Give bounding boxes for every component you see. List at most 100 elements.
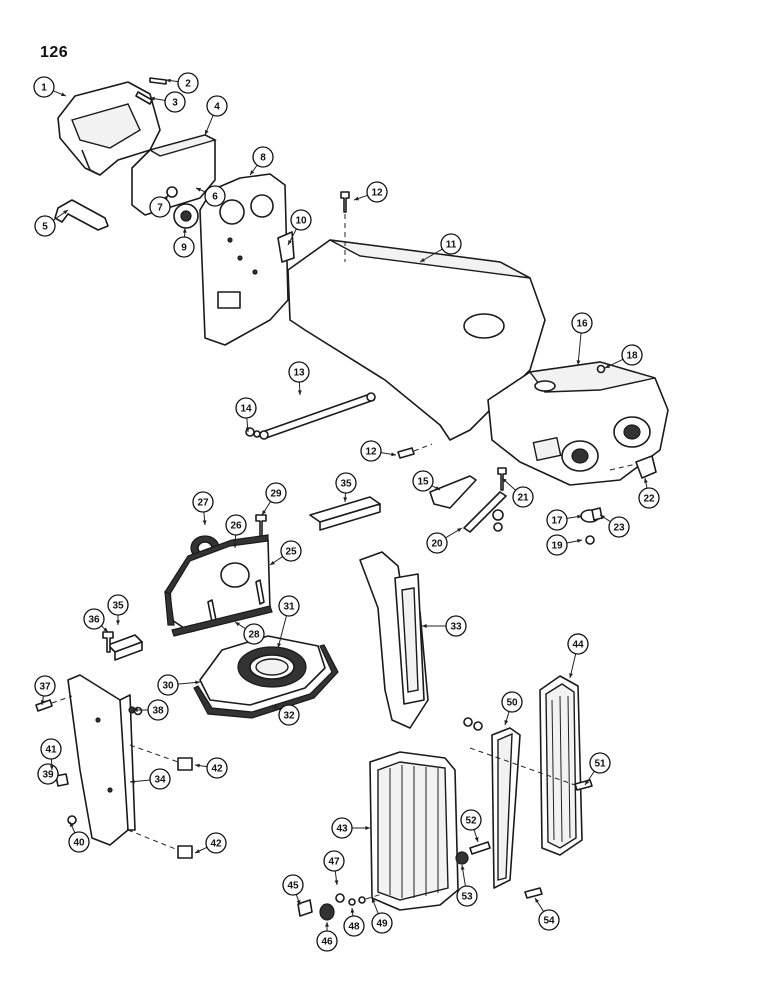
- callout-c12a: 12: [353, 181, 388, 203]
- part-12-bolt-lower: [397, 443, 433, 459]
- callout-circle: [149, 196, 171, 218]
- part-37-bolt: [35, 695, 73, 712]
- callout-circle: [546, 509, 568, 531]
- callout-arrowhead: [391, 452, 396, 457]
- callout-circle: [33, 76, 55, 98]
- callout-arrowhead: [577, 514, 582, 519]
- callout-c1: 1: [33, 76, 67, 98]
- part-32-seal: [193, 644, 339, 719]
- callout-number: 35: [340, 479, 352, 490]
- callout-c51: 51: [584, 752, 611, 786]
- callout-number: 11: [446, 240, 457, 251]
- callout-c42b: 42: [194, 832, 227, 854]
- part-12-bolt-upper: [340, 191, 350, 213]
- callout-c5: 5: [34, 209, 69, 237]
- callout-number: 38: [152, 706, 164, 717]
- callout-arrowhead: [325, 922, 329, 927]
- callout-c12b: 12: [360, 440, 397, 462]
- callout-c37: 37: [34, 675, 56, 706]
- callout-number: 35: [112, 601, 124, 612]
- part-23-clip: [591, 507, 603, 521]
- callout-c46: 46: [316, 922, 338, 952]
- part-35-bracket-lower: [107, 634, 143, 661]
- callout-arrowhead: [195, 763, 200, 768]
- callout-arrowhead: [297, 390, 302, 395]
- callout-arrowhead: [504, 720, 509, 725]
- callout-c22: 22: [638, 477, 660, 509]
- callout-c32: 32: [271, 704, 300, 726]
- callout-circle: [278, 595, 300, 617]
- callout-circle: [638, 487, 660, 509]
- callout-c47: 47: [323, 850, 345, 886]
- callout-number: 41: [45, 745, 57, 756]
- part-31-ring: [255, 658, 289, 676]
- callout-c44: 44: [567, 633, 589, 679]
- callout-arrowhead: [502, 478, 507, 483]
- callout-arrowhead: [202, 520, 207, 525]
- callout-arrowhead: [435, 486, 440, 490]
- part-4-housing: [131, 134, 217, 216]
- callout-c2: 2: [165, 72, 199, 94]
- callout-arrowhead: [204, 130, 209, 135]
- callout-arrowhead: [195, 680, 200, 685]
- callout-arrowhead: [365, 826, 370, 830]
- callout-arrowhead: [40, 700, 45, 705]
- callout-arrowhead: [245, 427, 250, 432]
- callout-circle: [608, 516, 630, 538]
- callout-arrowhead: [420, 258, 425, 262]
- callout-number: 29: [270, 489, 282, 500]
- callout-arrowhead: [288, 240, 292, 245]
- part-16-grille: [487, 361, 669, 486]
- callout-number: 39: [42, 770, 54, 781]
- callout-arrowhead: [422, 624, 427, 628]
- callout-circle: [288, 361, 310, 383]
- callout-circle: [68, 831, 90, 853]
- callout-circle: [157, 674, 179, 696]
- part-1-bracket-cover: [57, 81, 161, 176]
- callout-arrowhead: [334, 880, 339, 885]
- part-47-washer: [335, 893, 345, 903]
- callout-c27: 27: [192, 491, 214, 526]
- callout-arrowhead: [262, 510, 267, 515]
- callout-circle: [546, 534, 568, 556]
- callout-number: 25: [285, 547, 297, 558]
- callout-c43: 43: [331, 817, 370, 839]
- callout-circle: [164, 91, 186, 113]
- callout-circle: [440, 233, 462, 255]
- callout-arrowhead: [61, 92, 66, 97]
- callout-circle: [589, 752, 611, 774]
- part-42-clip-lower: [127, 829, 193, 859]
- callout-c33: 33: [422, 615, 467, 637]
- part-36-bolt: [102, 631, 114, 653]
- callout-arrowhead: [535, 898, 540, 903]
- callout-number: 2: [185, 79, 191, 90]
- part-54-bolt: [524, 887, 543, 899]
- callout-c53: 53: [456, 864, 478, 907]
- callout-c49: 49: [371, 897, 393, 934]
- callout-arrowhead: [196, 187, 201, 192]
- callout-number: 1: [41, 83, 47, 94]
- callout-arrowhead: [350, 908, 355, 913]
- part-11-hood: [287, 205, 546, 441]
- callout-number: 8: [260, 153, 266, 164]
- part-42-clip-upper: [129, 744, 193, 771]
- callout-c4: 4: [204, 95, 228, 136]
- part-35-bracket-upper: [309, 496, 381, 531]
- callout-arrowhead: [49, 765, 54, 770]
- callout-c50: 50: [501, 691, 523, 726]
- callout-number: 23: [613, 523, 625, 534]
- callout-number: 12: [371, 188, 383, 199]
- callout-number: 50: [506, 698, 518, 709]
- callout-arrowhead: [250, 170, 255, 175]
- callout-arrowhead: [233, 543, 238, 548]
- callout-number: 12: [365, 447, 377, 458]
- callout-arrowhead: [354, 196, 359, 201]
- callout-circle: [40, 738, 62, 760]
- callout-number: 33: [450, 622, 462, 633]
- part-52-bolt: [469, 841, 491, 855]
- callout-number: 9: [181, 243, 187, 254]
- callout-circle: [621, 344, 643, 366]
- callout-arrowhead: [474, 837, 479, 842]
- callout-number: 52: [465, 816, 477, 827]
- part-49-washer: [358, 893, 383, 904]
